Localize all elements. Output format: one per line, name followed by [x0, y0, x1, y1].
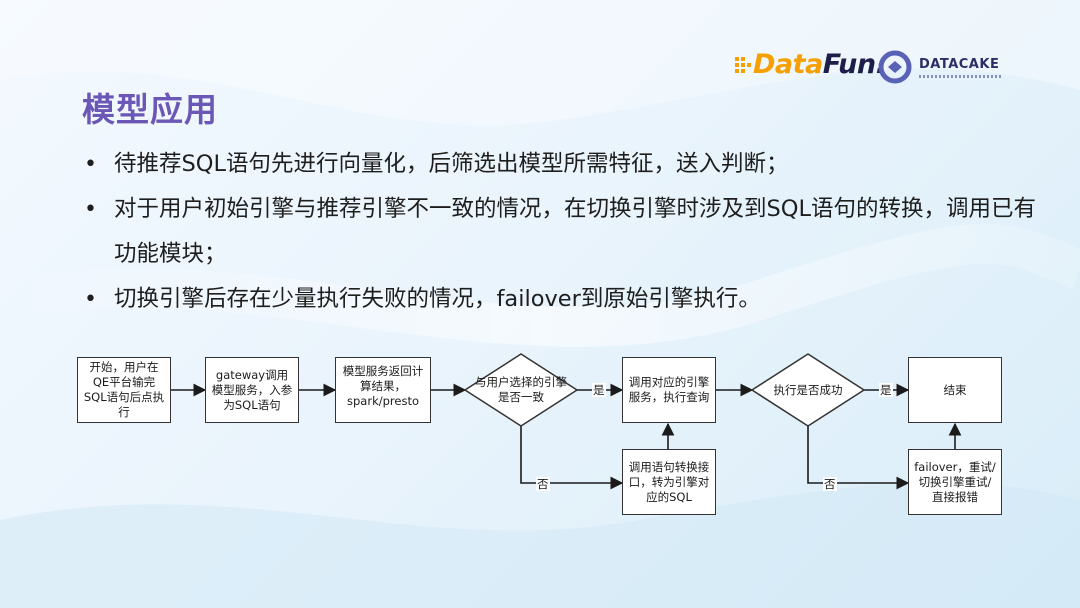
flow-node-gateway: gateway调用模型服务，入参为SQL语句 [205, 357, 299, 423]
bullet-marker: • [84, 152, 97, 177]
edge-label-no: 否 [823, 477, 837, 491]
bullet-item: • 待推荐SQL语句先进行向量化，后筛选出模型所需特征，送入判断； [80, 142, 1040, 187]
decision-consistent-diamond [463, 353, 579, 427]
bullet-marker: • [84, 197, 97, 222]
bullet-item: • 对于用户初始引擎与推荐引擎不一致的情况，在切换引擎时涉及到SQL语句的转换，… [80, 187, 1040, 277]
flow-node-convert: 调用语句转换接口，转为引擎对应的SQL [622, 449, 716, 515]
edge-label-yes: 是 [592, 383, 606, 397]
flow-node-end: 结束 [908, 357, 1002, 423]
datafun-dots-icon [735, 57, 751, 73]
flow-decision-consistent-label: 与用户选择的引擎是否一致 [475, 375, 567, 404]
logo-area: DataFun. DATACAKE [735, 46, 1015, 86]
flow-node-failover: failover，重试/切换引擎重试/直接报错 [908, 449, 1002, 515]
edge-decision-convert [520, 426, 624, 490]
bullet-list: • 待推荐SQL语句先进行向量化，后筛选出模型所需特征，送入判断； • 对于用户… [80, 142, 1040, 322]
datacake-circle-icon [878, 50, 912, 84]
edge-decision2-failover [807, 426, 910, 490]
decision-success-diamond [750, 353, 866, 427]
datafun-logo-part2: Fun. [822, 49, 886, 80]
flow-node-start: 开始，用户在QE平台输完SQL语句后点执行 [77, 357, 171, 423]
datafun-logo: DataFun. [735, 46, 886, 84]
bullet-text: 待推荐SQL语句先进行向量化，后筛选出模型所需特征，送入判断； [114, 151, 789, 177]
slide-title: 模型应用 [82, 90, 218, 129]
datacake-logo: DATACAKE [878, 50, 1001, 84]
edge-label-no: 否 [536, 477, 550, 491]
bullet-text: 对于用户初始引擎与推荐引擎不一致的情况，在切换引擎时涉及到SQL语句的转换，调用… [114, 196, 1037, 267]
datacake-tagline-decoration [919, 74, 1001, 78]
flow-decision-success-label: 执行是否成功 [773, 382, 843, 397]
datacake-logo-text: DATACAKE [919, 56, 1000, 72]
edge-label-yes: 是 [879, 383, 893, 397]
datafun-logo-part1: Data [753, 49, 823, 80]
bullet-marker: • [84, 287, 97, 312]
flow-node-model: 模型服务返回计算结果，spark/presto [335, 357, 431, 423]
bullet-item: • 切换引擎后存在少量执行失败的情况，failover到原始引擎执行。 [80, 277, 1040, 322]
flow-node-call-engine: 调用对应的引擎服务，执行查询 [622, 357, 716, 423]
bullet-text: 切换引擎后存在少量执行失败的情况，failover到原始引擎执行。 [114, 286, 761, 312]
